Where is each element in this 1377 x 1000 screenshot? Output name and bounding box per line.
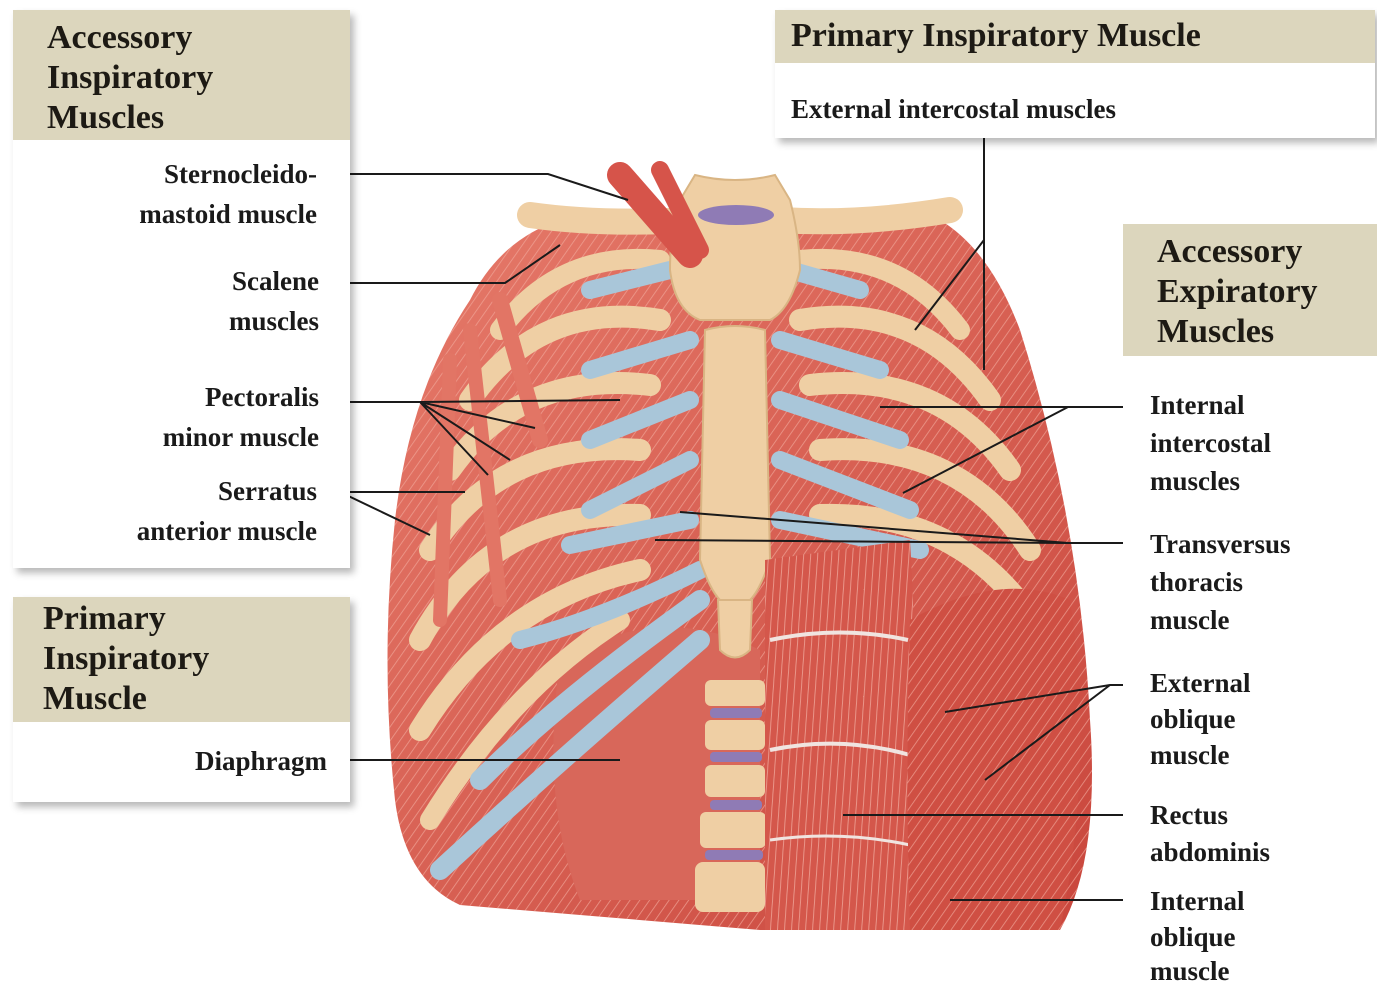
label-internal-oblique-1: Internal [1150, 882, 1245, 920]
label-serratus-1: Serratus [218, 472, 317, 510]
label-transversus-1: Transversus [1150, 525, 1291, 563]
primary-inspiratory-top-box: Primary Inspiratory Muscle External inte… [775, 10, 1375, 138]
label-internal-intercostal-3: muscles [1150, 462, 1240, 500]
label-pectoralis-1: Pectoralis [205, 378, 319, 416]
primary-inspiratory-left-title-3: Muscle [43, 679, 147, 719]
label-rectus-2: abdominis [1150, 833, 1270, 871]
label-external-oblique-1: External [1150, 664, 1251, 702]
leader-serratus [340, 492, 465, 535]
label-sternocleidomastoid-2: mastoid muscle [139, 195, 317, 233]
label-internal-intercostal-1: Internal [1150, 386, 1245, 424]
label-sternocleidomastoid-1: Sternocleido- [164, 155, 317, 193]
label-internal-oblique-2: oblique [1150, 918, 1236, 956]
label-internal-intercostal-2: intercostal [1150, 424, 1271, 462]
label-pectoralis-2: minor muscle [163, 418, 319, 456]
leader-scalene [340, 245, 560, 283]
label-scalene-1: Scalene [232, 262, 319, 300]
leader-transversus [655, 512, 1130, 543]
accessory-inspiratory-title-2: Inspiratory [47, 58, 213, 98]
accessory-inspiratory-title-3: Muscles [47, 98, 164, 138]
accessory-expiratory-title-2: Expiratory [1157, 272, 1318, 312]
label-serratus-2: anterior muscle [137, 512, 317, 550]
label-external-intercostal: External intercostal muscles [791, 90, 1116, 128]
leader-internal-intercostal [880, 407, 1130, 493]
label-internal-oblique-3: muscle [1150, 952, 1229, 990]
label-transversus-2: thoracis [1150, 563, 1243, 601]
leader-external-intercostal [915, 135, 984, 370]
label-external-oblique-3: muscle [1150, 736, 1229, 774]
primary-inspiratory-top-title: Primary Inspiratory Muscle [791, 16, 1201, 56]
leader-external-oblique [945, 685, 1140, 780]
label-transversus-3: muscle [1150, 601, 1229, 639]
primary-inspiratory-left-title-2: Inspiratory [43, 639, 209, 679]
leader-pectoralis [340, 400, 620, 475]
accessory-expiratory-title-1: Accessory [1157, 232, 1302, 272]
accessory-inspiratory-title-1: Accessory [47, 18, 192, 58]
leader-sternocleidomastoid [340, 174, 628, 200]
label-external-oblique-2: oblique [1150, 700, 1236, 738]
accessory-expiratory-title-3: Muscles [1157, 312, 1274, 352]
primary-inspiratory-left-title-1: Primary [43, 599, 166, 639]
label-diaphragm: Diaphragm [195, 742, 327, 780]
label-rectus-1: Rectus [1150, 796, 1228, 834]
label-scalene-2: muscles [229, 302, 319, 340]
